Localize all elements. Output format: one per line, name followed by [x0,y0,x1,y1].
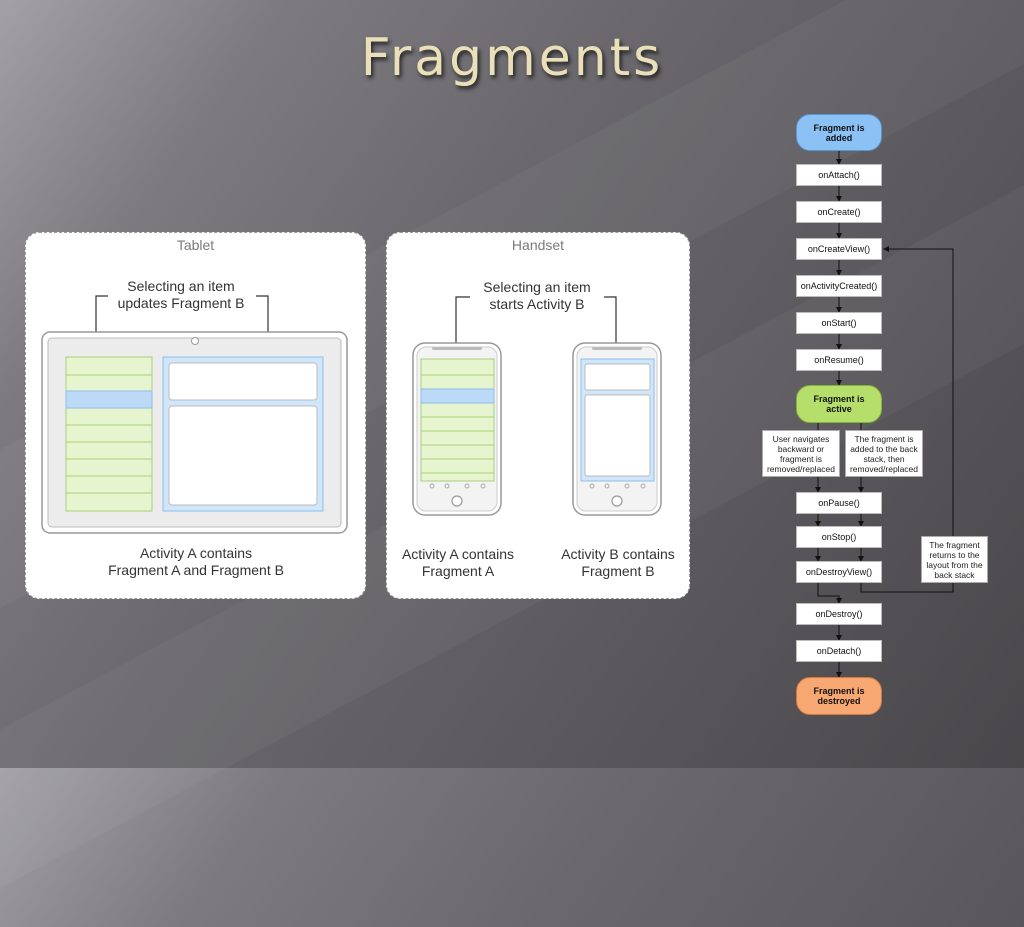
note-return-line: The fragment [929,539,980,550]
back-stack-note: The fragment is added to the back stack,… [845,430,923,477]
handset-label: Handset [511,237,565,253]
on-create-step: onCreate() [796,201,882,223]
note-back-line: fragment is [779,453,823,464]
note-return-line: back stack [934,569,975,580]
added-line1: Fragment is [813,122,865,133]
note-return-line: layout from the [926,559,983,570]
destroyed-line1: Fragment is [813,686,865,696]
tablet-caption-line2: Fragment A and Fragment B [108,562,284,578]
destroyed-line2: destroyed [817,696,861,706]
handset-caption-a: Activity A contains Fragment A [391,546,525,580]
handset-panel: Handset Selecting an item starts Activit… [386,232,690,599]
tablet-selection-note: Selecting an item updates Fragment B [86,278,276,312]
note-stack-line: The fragment is [854,433,914,444]
active-line2: active [826,404,852,414]
on-pause-step: onPause() [796,492,882,514]
tablet-label: Tablet [176,237,215,253]
on-stop-step: onStop() [796,526,882,548]
on-destroy-view-step: onDestroyView() [796,561,882,583]
handset-note-line1: Selecting an item [483,279,591,295]
handset-caption-b-line1: Activity B contains [561,546,675,562]
handset-caption-a-line2: Fragment A [421,563,495,579]
handset-caption-a-line1: Activity A contains [401,546,515,562]
note-back-line: backward or [777,443,825,454]
on-activity-created-step: onActivityCreated() [796,275,882,297]
on-create-view-step: onCreateView() [796,238,882,260]
note-back-line: User navigates [772,433,830,444]
note-back-line: removed/replaced [766,463,836,474]
tablet-note-line1: Selecting an item [127,278,235,294]
page-title: Fragments [360,28,664,88]
handset-caption-b: Activity B contains Fragment B [551,546,685,580]
note-stack-line: removed/replaced [849,463,919,474]
navigate-back-note: User navigates backward or fragment is r… [762,430,840,477]
tablet-caption: Activity A contains Fragment A and Fragm… [86,545,306,579]
handset-selection-note: Selecting an item starts Activity B [457,279,617,313]
note-stack-line: added to the back [850,443,918,454]
note-stack-line: stack, then [863,453,905,464]
active-line1: Fragment is [813,394,865,404]
on-detach-step: onDetach() [796,640,882,662]
on-destroy-step: onDestroy() [796,603,882,625]
on-attach-step: onAttach() [796,164,882,186]
tablet-illustration [41,295,348,534]
note-return-line: returns to the [929,549,980,560]
added-line2: added [825,132,853,143]
tablet-note-line2: updates Fragment B [117,295,245,311]
return-to-layout-note: The fragment returns to the layout from … [921,536,988,583]
handset-note-line2: starts Activity B [489,296,585,312]
tablet-panel: Tablet Selecting an item updates Fragmen… [25,232,366,599]
handset-caption-b-line2: Fragment B [581,563,655,579]
handset-illustration [412,296,662,516]
on-resume-step: onResume() [796,349,882,371]
on-start-step: onStart() [796,312,882,334]
tablet-caption-line1: Activity A contains [139,545,253,561]
